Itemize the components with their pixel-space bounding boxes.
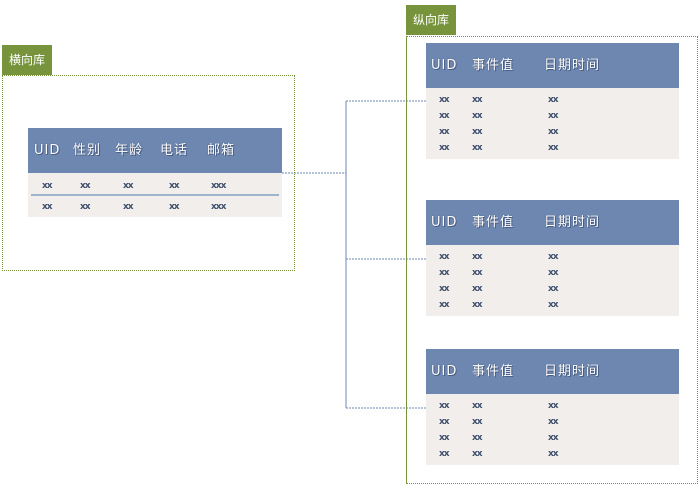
cell: xx — [439, 268, 450, 278]
cell: xx — [439, 300, 450, 310]
cell: xx — [439, 401, 450, 411]
cell: xx — [548, 111, 559, 121]
header-event-value: 事件值 — [472, 58, 515, 73]
horizontal-store-frame — [2, 75, 295, 271]
cell: xx — [548, 433, 559, 443]
cell: xx — [439, 417, 450, 427]
vertical-table-3: UID 事件值 日期时间 xx xx xx xx xx xx xx xx xx xx xx xx — [426, 349, 679, 465]
cell: xx — [439, 284, 450, 294]
table-row: xx xx xx xx xxx — [28, 199, 282, 215]
vertical-table-header: UID 事件值 日期时间 — [426, 200, 679, 245]
table-row: xx xx xx — [426, 140, 679, 156]
cell: xx — [439, 433, 450, 443]
header-event-value: 事件值 — [472, 364, 515, 379]
cell: xx — [472, 401, 483, 411]
table-row: xx xx xx xx xxx — [28, 178, 282, 194]
cell: xxx — [211, 181, 226, 191]
cell: xx — [472, 111, 483, 121]
table-row: xx xx xx — [426, 297, 679, 313]
cell: xx — [80, 181, 91, 191]
cell: xx — [548, 417, 559, 427]
horizontal-store-label: 横向库 — [2, 45, 53, 75]
row-separator — [31, 194, 279, 196]
header-datetime: 日期时间 — [544, 58, 601, 73]
header-datetime: 日期时间 — [544, 215, 601, 230]
header-event-value: 事件值 — [472, 215, 515, 230]
cell: xx — [548, 268, 559, 278]
cell: xx — [472, 268, 483, 278]
cell: xxx — [211, 202, 226, 212]
cell: xx — [42, 181, 53, 191]
header-age: 年龄 — [115, 143, 144, 158]
vertical-table-1: UID 事件值 日期时间 xx xx xx xx xx xx xx xx xx xx xx xx — [426, 43, 679, 159]
cell: xx — [123, 181, 134, 191]
table-row: xx xx xx — [426, 281, 679, 297]
cell: xx — [548, 300, 559, 310]
cell: xx — [169, 202, 180, 212]
cell: xx — [472, 95, 483, 105]
cell: xx — [548, 284, 559, 294]
cell: xx — [472, 284, 483, 294]
cell: xx — [439, 143, 450, 153]
cell: xx — [548, 95, 559, 105]
cell: xx — [123, 202, 134, 212]
header-gender: 性别 — [73, 143, 102, 158]
cell: xx — [472, 143, 483, 153]
cell: xx — [548, 449, 559, 459]
cell: xx — [548, 127, 559, 137]
cell: xx — [439, 111, 450, 121]
cell: xx — [472, 300, 483, 310]
header-datetime: 日期时间 — [544, 364, 601, 379]
table-row: xx xx xx — [426, 430, 679, 446]
table-row: xx xx xx — [426, 124, 679, 140]
header-email: 邮箱 — [207, 143, 236, 158]
header-uid: UID — [34, 143, 61, 158]
cell: xx — [439, 95, 450, 105]
cell: xx — [169, 181, 180, 191]
table-row: xx xx xx — [426, 108, 679, 124]
cell: xx — [548, 401, 559, 411]
vertical-store-label: 纵向库 — [406, 5, 457, 35]
cell: xx — [472, 433, 483, 443]
vertical-table-2: UID 事件值 日期时间 xx xx xx xx xx xx xx xx xx xx xx xx — [426, 200, 679, 316]
cell: xx — [472, 127, 483, 137]
vertical-table-header: UID 事件值 日期时间 — [426, 43, 679, 88]
cell: xx — [472, 417, 483, 427]
horizontal-table: UID 性别 年龄 电话 邮箱 xx xx xx xx xxx xx xx xx… — [28, 128, 282, 217]
cell: xx — [80, 202, 91, 212]
cell: xx — [548, 252, 559, 262]
table-row: xx xx xx — [426, 265, 679, 281]
cell: xx — [439, 127, 450, 137]
header-uid: UID — [431, 364, 458, 379]
table-row: xx xx xx — [426, 398, 679, 414]
cell: xx — [472, 252, 483, 262]
table-row: xx xx xx — [426, 249, 679, 265]
cell: xx — [439, 252, 450, 262]
horizontal-table-header: UID 性别 年龄 电话 邮箱 — [28, 128, 282, 173]
cell: xx — [472, 449, 483, 459]
cell: xx — [42, 202, 53, 212]
vertical-table-header: UID 事件值 日期时间 — [426, 349, 679, 394]
cell: xx — [439, 449, 450, 459]
header-uid: UID — [431, 58, 458, 73]
cell: xx — [548, 143, 559, 153]
table-row: xx xx xx — [426, 446, 679, 462]
table-row: xx xx xx — [426, 414, 679, 430]
vertical-store-frame — [406, 36, 698, 484]
header-phone: 电话 — [160, 143, 189, 158]
table-row: xx xx xx — [426, 92, 679, 108]
header-uid: UID — [431, 215, 458, 230]
